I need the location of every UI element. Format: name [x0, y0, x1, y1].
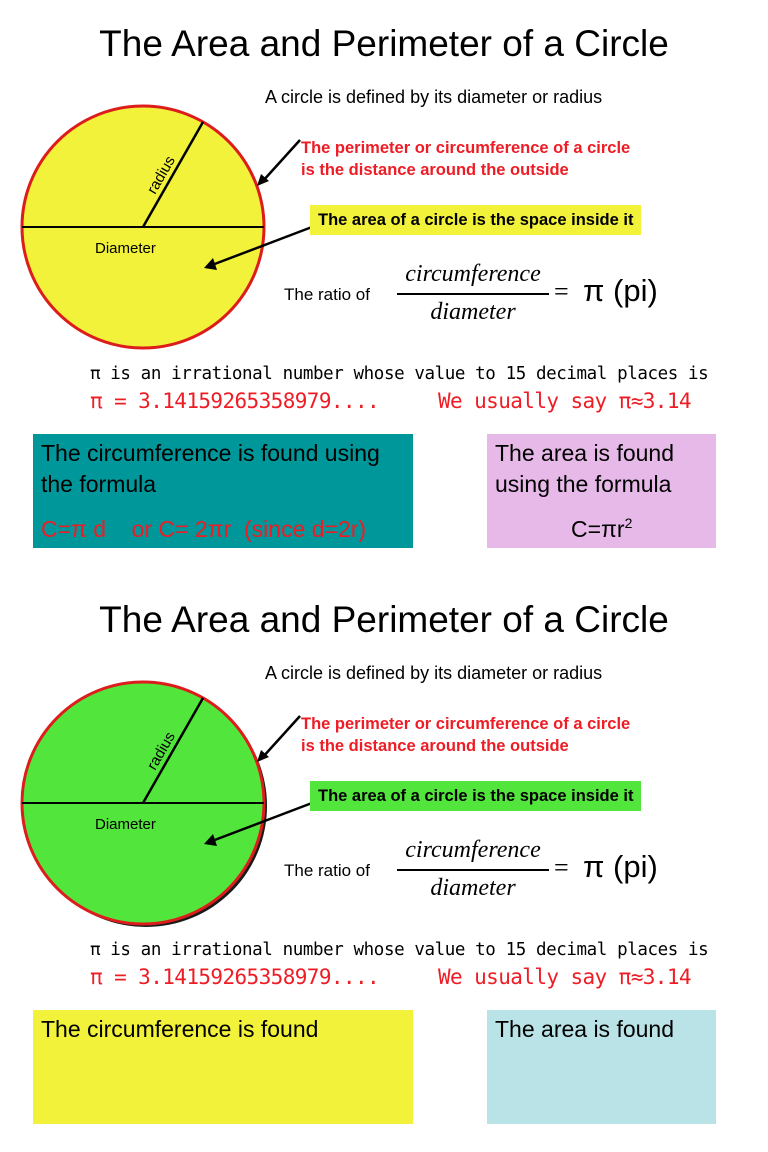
perimeter-line-1: The perimeter or circumference of a circ…: [301, 139, 631, 157]
area-highlight: The area of a circle is the space inside…: [310, 781, 642, 811]
perimeter-note: The perimeter or circumference of a circ…: [301, 713, 630, 757]
irrational-text: π is an irrational number whose value to…: [90, 940, 709, 960]
perimeter-arrowhead: [257, 174, 269, 186]
diameter-label: Diameter: [95, 816, 156, 833]
diameter-label: Diameter: [95, 240, 156, 257]
slide-2: The Area and Perimeter of a Circle A cir…: [0, 576, 768, 1152]
pi-value: π = 3.14159265358979....: [90, 389, 380, 413]
area-arrow: [211, 801, 313, 843]
area-box-text: The area is found using the formula: [495, 440, 675, 497]
perimeter-arrow: [261, 139, 301, 183]
pi-value: π = 3.14159265358979....: [90, 965, 380, 989]
ratio-fraction: circumference diameter: [393, 834, 553, 904]
area-arrow: [211, 225, 313, 267]
pi-label: π (pi): [583, 273, 658, 308]
slide-title: The Area and Perimeter of a Circle: [99, 23, 669, 64]
slide-title: The Area and Perimeter of a Circle: [99, 599, 669, 640]
perimeter-arrowhead: [257, 750, 269, 762]
circumference-box: The circumference is found using the for…: [33, 434, 413, 548]
fraction-denominator: diameter: [430, 874, 516, 901]
circle-diagram: radius Diameter: [20, 104, 313, 350]
circumference-formula: C=π d or C= 2πr (since d=2r): [41, 516, 367, 542]
usually-say: We usually say π≈3.14: [438, 389, 692, 413]
slide-1: The Area and Perimeter of a Circle A cir…: [20, 23, 716, 548]
fraction-numerator: circumference: [405, 837, 541, 863]
perimeter-arrow: [261, 715, 301, 759]
perimeter-line-2: is the distance around the outside: [301, 161, 569, 179]
perimeter-line-2: is the distance around the outside: [301, 737, 569, 755]
ratio-fraction: circumference diameter: [393, 258, 553, 328]
area-box: The area is found using the formula C=πr…: [487, 434, 716, 548]
ratio-label: The ratio of: [284, 285, 370, 304]
ratio-label: The ratio of: [284, 861, 370, 880]
radius-line: [141, 121, 205, 228]
area-highlight: The area of a circle is the space inside…: [310, 205, 642, 235]
area-box: The area is found: [487, 1010, 716, 1124]
circle-diagram: radius Diameter: [20, 680, 313, 927]
area-formula-base: C=πr: [571, 516, 625, 542]
pi-label: π (pi): [583, 849, 658, 884]
perimeter-note: The perimeter or circumference of a circ…: [301, 137, 630, 181]
area-box-text: The area is found: [495, 1016, 675, 1042]
area-arrowhead: [204, 258, 217, 270]
fraction-numerator: circumference: [405, 261, 541, 287]
area-formula: C=πr2: [571, 514, 632, 544]
circumference-box-text: The circumference is found using the for…: [41, 440, 380, 497]
fraction-bar: [397, 869, 549, 871]
subtitle: A circle is defined by its diameter or r…: [265, 87, 603, 107]
irrational-text: π is an irrational number whose value to…: [90, 364, 709, 384]
radius-line: [141, 697, 205, 804]
area-arrowhead: [204, 834, 217, 846]
equals-sign: =: [554, 853, 569, 882]
fraction-denominator: diameter: [430, 298, 516, 325]
area-formula-exponent: 2: [624, 515, 633, 531]
circumference-box-text: The circumference is found: [41, 1016, 319, 1042]
subtitle: A circle is defined by its diameter or r…: [265, 663, 603, 683]
perimeter-line-1: The perimeter or circumference of a circ…: [301, 715, 631, 733]
fraction-bar: [397, 293, 549, 295]
circumference-box: The circumference is found: [33, 1010, 413, 1124]
usually-say: We usually say π≈3.14: [438, 965, 692, 989]
equals-sign: =: [554, 277, 569, 306]
